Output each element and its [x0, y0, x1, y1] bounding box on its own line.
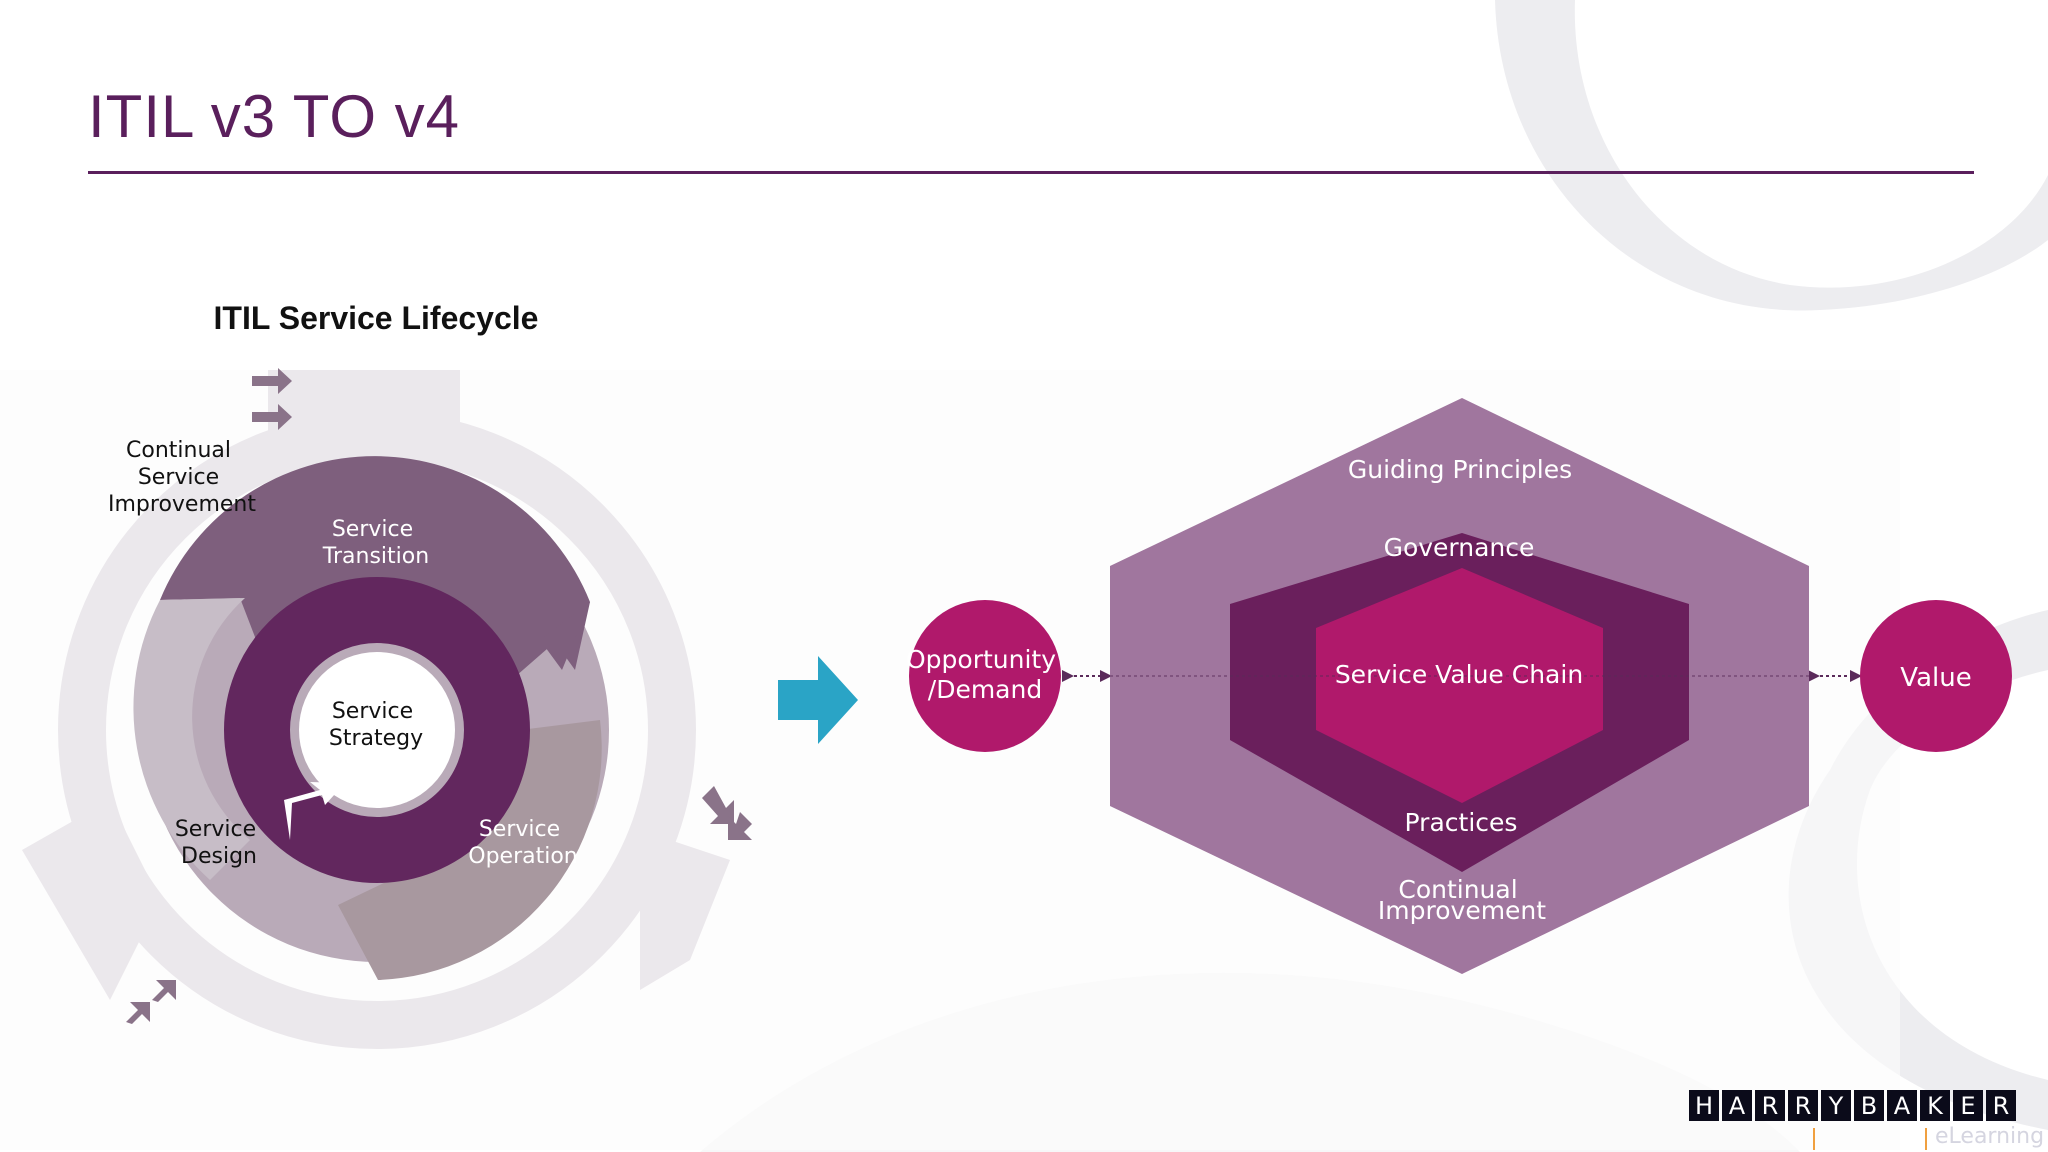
service-value-chain-label: Service Value Chain	[1335, 660, 1583, 689]
lifecycle-heading: ITIL Service Lifecycle	[214, 300, 539, 336]
design-segment	[133, 598, 250, 880]
csi-arrow-icons	[126, 368, 752, 1024]
guiding-principles-label: Guiding Principles	[1348, 455, 1572, 484]
logo-letter: R	[1986, 1090, 2016, 1121]
logo-letter: E	[1953, 1090, 1983, 1121]
csi-label: Continual Service Improvement	[108, 438, 256, 517]
strategy-return-arrow	[284, 782, 345, 840]
operation-label: Service Operation	[468, 817, 577, 869]
v3-to-v4-arrow-icon	[778, 656, 858, 744]
opportunity-demand-circle	[909, 600, 1061, 752]
design-label: Service Design	[175, 817, 263, 869]
strategy-label: Service Strategy	[329, 699, 423, 751]
logo-subtitle: eLearning	[1935, 1124, 2045, 1149]
logo-letter: Y	[1821, 1090, 1851, 1121]
continual-improvement-label: Continual Improvement	[1378, 875, 1546, 925]
operation-arrow	[540, 602, 590, 670]
strategy-ring	[224, 577, 530, 883]
logo-letter: B	[1854, 1090, 1884, 1121]
logo-letter: A	[1722, 1090, 1752, 1121]
strategy-center	[299, 652, 455, 808]
value-circle	[1860, 600, 2012, 752]
csi-outer-ring	[22, 370, 730, 1049]
logo-letter: R	[1755, 1090, 1785, 1121]
logo-accent	[1925, 1128, 1927, 1150]
service-value-system-diagram: Opportunity /Demand Value Guiding Princi…	[906, 398, 2012, 974]
service-value-chain-hexagon	[1316, 568, 1603, 803]
harrybaker-logo: H A R R Y B A K E R	[1689, 1090, 2016, 1121]
service-lifecycle-diagram: ITIL Service Lifecycle Continual Service…	[22, 300, 752, 1049]
logo-letter: A	[1887, 1090, 1917, 1121]
logo-letter: H	[1689, 1090, 1719, 1121]
governance-label: Governance	[1384, 533, 1535, 562]
title-divider	[88, 171, 1974, 174]
transition-label: Service Transition	[322, 517, 429, 569]
opportunity-demand-label: Opportunity /Demand	[906, 645, 1064, 704]
practices-label: Practices	[1405, 808, 1518, 837]
slide-title: ITIL v3 TO v4	[88, 83, 461, 150]
logo-letter: K	[1920, 1090, 1950, 1121]
logo-letter: R	[1788, 1090, 1818, 1121]
logo-accent	[1813, 1128, 1815, 1150]
value-label: Value	[1900, 663, 1971, 693]
